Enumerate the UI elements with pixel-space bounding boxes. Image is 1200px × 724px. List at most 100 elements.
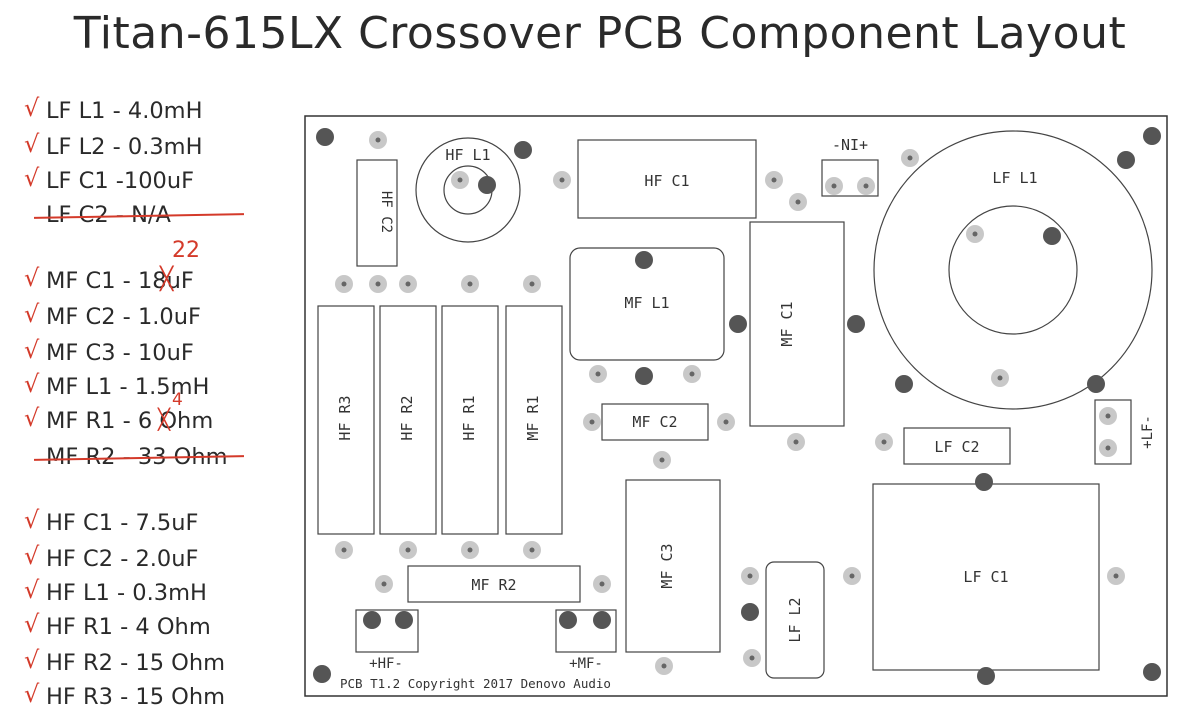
pad-drill: [881, 439, 887, 445]
bom-item: √HF R1 - 4 Ohm: [24, 610, 211, 640]
pad-drill: [467, 281, 473, 287]
mounting-hole: [593, 611, 611, 629]
mounting-hole: [559, 611, 577, 629]
mf-c2-capacitor: MF C2: [601, 403, 709, 441]
pad-drill: [381, 581, 387, 587]
pad-drill: [341, 281, 347, 287]
mounting-hole: [478, 176, 496, 194]
mounting-hole: [635, 367, 653, 385]
pad-drill: [599, 581, 605, 587]
check-mark-icon: √: [24, 506, 40, 534]
pad-drill: [595, 371, 601, 377]
bom-item-label: LF L2 - 0.3mH: [46, 134, 203, 160]
lf-c2-capacitor: LF C2: [903, 427, 1011, 465]
lf-c1-label: LF C1: [963, 568, 1008, 586]
pad-drill: [749, 655, 755, 661]
bom-item: √MF C3 - 10uF: [24, 336, 194, 366]
mounting-hole: [316, 128, 334, 146]
pad-drill: [405, 547, 411, 553]
mounting-hole: [1117, 151, 1135, 169]
hf-c2-label: HF C2: [378, 191, 394, 233]
mounting-hole: [313, 665, 331, 683]
pad-drill: [375, 137, 381, 143]
mounting-hole: [895, 375, 913, 393]
bom-item: √HF L1 - 0.3mH: [24, 576, 207, 606]
hf-r2-label: HF R2: [398, 395, 416, 440]
pad-drill: [747, 573, 753, 579]
bom-item: √LF L2 - 0.3mH: [24, 130, 203, 160]
bom-item: √MF L1 - 1.5mH: [24, 370, 209, 400]
pad-drill: [559, 177, 565, 183]
hf-r2-resistor: HF R2: [379, 305, 437, 535]
pad-drill: [771, 177, 777, 183]
mf-l1-inductor: MF L1: [569, 247, 725, 361]
cross-out-mark: ╳: [160, 267, 174, 292]
check-mark-icon: √: [24, 576, 40, 604]
mf-c3-label: MF C3: [658, 543, 676, 588]
pcb-outline: [304, 115, 1168, 697]
mf-c2-label: MF C2: [632, 413, 677, 431]
mounting-hole: [975, 473, 993, 491]
check-mark-icon: √: [24, 680, 40, 708]
mounting-hole: [741, 603, 759, 621]
pad-drill: [1113, 573, 1119, 579]
check-mark-icon: √: [24, 336, 40, 364]
pad-drill: [849, 573, 855, 579]
mf-l1-label: MF L1: [624, 294, 669, 312]
check-mark-icon: √: [24, 164, 40, 192]
pcb-footer: PCB T1.2 Copyright 2017 Denovo Audio: [340, 676, 611, 691]
mounting-hole: [977, 667, 995, 685]
check-mark-icon: √: [24, 542, 40, 570]
hf-l1-inductor: HF L1: [415, 137, 521, 243]
mounting-hole: [729, 315, 747, 333]
hf-r1-label: HF R1: [460, 395, 478, 440]
bom-item: MF R2 - 33 Ohm: [28, 444, 245, 470]
lf-l1-label: LF L1: [992, 169, 1037, 187]
lf-c1-capacitor: LF C1: [872, 483, 1100, 671]
check-mark-icon: √: [24, 404, 40, 432]
bom-item-label: HF C2 - 2.0uF: [46, 546, 199, 572]
bom-item: √HF R3 - 15 Ohm: [24, 680, 226, 710]
hf-r3-resistor: HF R3: [317, 305, 375, 535]
hf-r1-resistor: HF R1: [441, 305, 499, 535]
mounting-hole: [635, 251, 653, 269]
bom-item: √MF C1 - 18uF╳22: [24, 238, 200, 294]
mf-r1-label: MF R1: [524, 395, 542, 440]
bom-item-label: MF C2 - 1.0uF: [46, 304, 201, 330]
lf-c2-label: LF C2: [934, 438, 979, 456]
check-mark-icon: √: [24, 646, 40, 674]
pad-drill: [375, 281, 381, 287]
bom-item-label: HF L1 - 0.3mH: [46, 580, 207, 606]
pad-drill: [405, 281, 411, 287]
pad-drill: [661, 663, 667, 669]
check-mark-icon: √: [24, 610, 40, 638]
bom-item-label: HF R3 - 15 Ohm: [46, 684, 226, 710]
pad-drill: [457, 177, 463, 183]
mounting-hole: [514, 141, 532, 159]
pad-drill: [972, 231, 978, 237]
mounting-hole: [1087, 375, 1105, 393]
mf-c1-capacitor: MF C1: [749, 221, 845, 427]
mounting-hole: [395, 611, 413, 629]
pad-drill: [907, 155, 913, 161]
mf-r2-label: MF R2: [471, 576, 516, 594]
bom-item-label: MF C1 - 18uF: [46, 268, 194, 294]
mounting-hole: [1043, 227, 1061, 245]
mf-r1-resistor: MF R1: [505, 305, 563, 535]
hf-l1-label: HF L1: [445, 146, 490, 164]
bom-item: √HF C1 - 7.5uF: [24, 506, 198, 536]
hf-c1-label: HF C1: [644, 172, 689, 190]
bom-item: √HF C2 - 2.0uF: [24, 542, 199, 572]
bom-item-label: HF R1 - 4 Ohm: [46, 614, 211, 640]
hf-r3-label: HF R3: [336, 395, 354, 440]
mounting-hole: [847, 315, 865, 333]
hf-c2-capacitor: HF C2: [356, 159, 398, 267]
check-mark-icon: √: [24, 300, 40, 328]
lf-l2-inductor: LF L2: [765, 561, 825, 679]
hf-terminal-label: +HF-: [369, 656, 403, 672]
mf-r2-resistor: MF R2: [407, 565, 581, 603]
check-mark-icon: √: [24, 94, 40, 122]
pad-drill: [341, 547, 347, 553]
pad-drill: [1105, 445, 1111, 451]
